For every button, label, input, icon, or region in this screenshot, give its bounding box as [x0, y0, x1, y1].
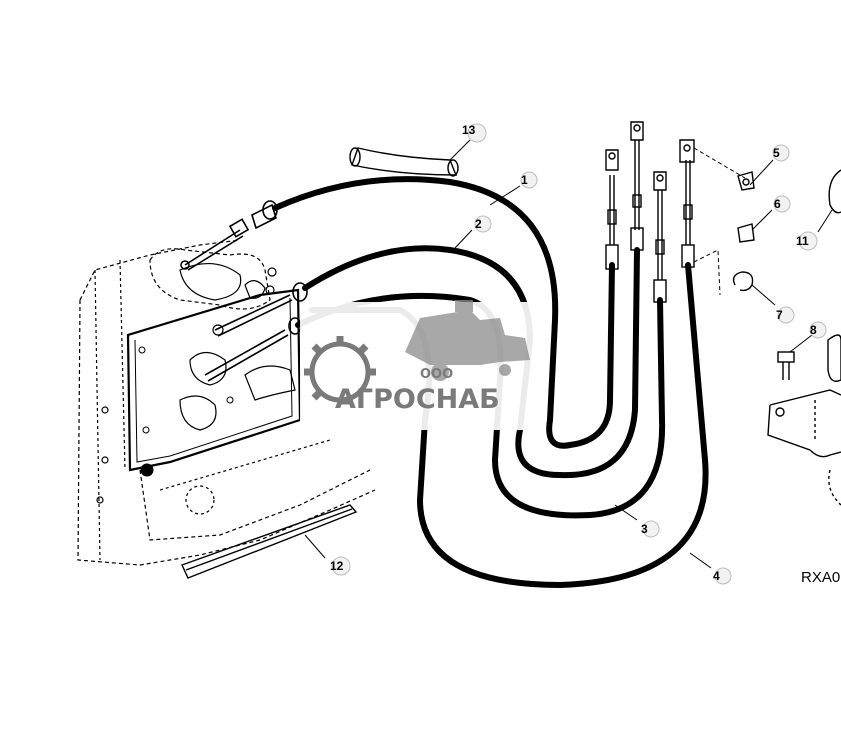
assembly-leaders — [693, 147, 746, 296]
callout-11: 11 — [796, 234, 809, 248]
clip-5 — [737, 171, 755, 191]
cable-1 — [272, 176, 615, 449]
watermark-brand: АГРОСНАБ — [335, 384, 500, 415]
bolt-8 — [777, 351, 795, 380]
valve-assembly — [149, 248, 296, 431]
callout-bubbles — [331, 123, 827, 585]
knob-11 — [828, 169, 841, 214]
callout-13: 13 — [462, 123, 476, 137]
cable-3 — [295, 292, 666, 519]
hose-13 — [349, 147, 459, 177]
callout-4: 4 — [713, 569, 720, 583]
watermark: ООО АГРОСНАБ — [300, 300, 540, 430]
combine-harvester-icon — [405, 300, 530, 381]
gear-icon — [304, 336, 376, 403]
cable-fittings-left — [180, 200, 308, 382]
callout-12: 12 — [330, 559, 344, 573]
transmission-housing — [77, 239, 376, 566]
callout-1: 1 — [521, 173, 528, 187]
cable-clevis-ends — [605, 121, 695, 303]
callout-7: 7 — [776, 308, 783, 322]
callout-8: 8 — [810, 323, 817, 337]
callout-3: 3 — [641, 522, 648, 536]
callout-5: 5 — [773, 146, 780, 160]
clip-6 — [737, 223, 755, 243]
bracket — [767, 334, 841, 506]
callout-leaders — [304, 139, 833, 569]
rubber-strip-12 — [181, 504, 358, 579]
callout-6: 6 — [774, 197, 781, 211]
watermark-prefix: ООО — [420, 367, 453, 382]
snap-ring-7 — [732, 271, 754, 292]
control-plate — [126, 288, 302, 477]
callout-2: 2 — [475, 217, 482, 231]
reference-code: RXA0 — [801, 569, 840, 586]
callout-labels: 13 1 2 3 4 5 6 7 8 11 12 — [330, 123, 817, 583]
